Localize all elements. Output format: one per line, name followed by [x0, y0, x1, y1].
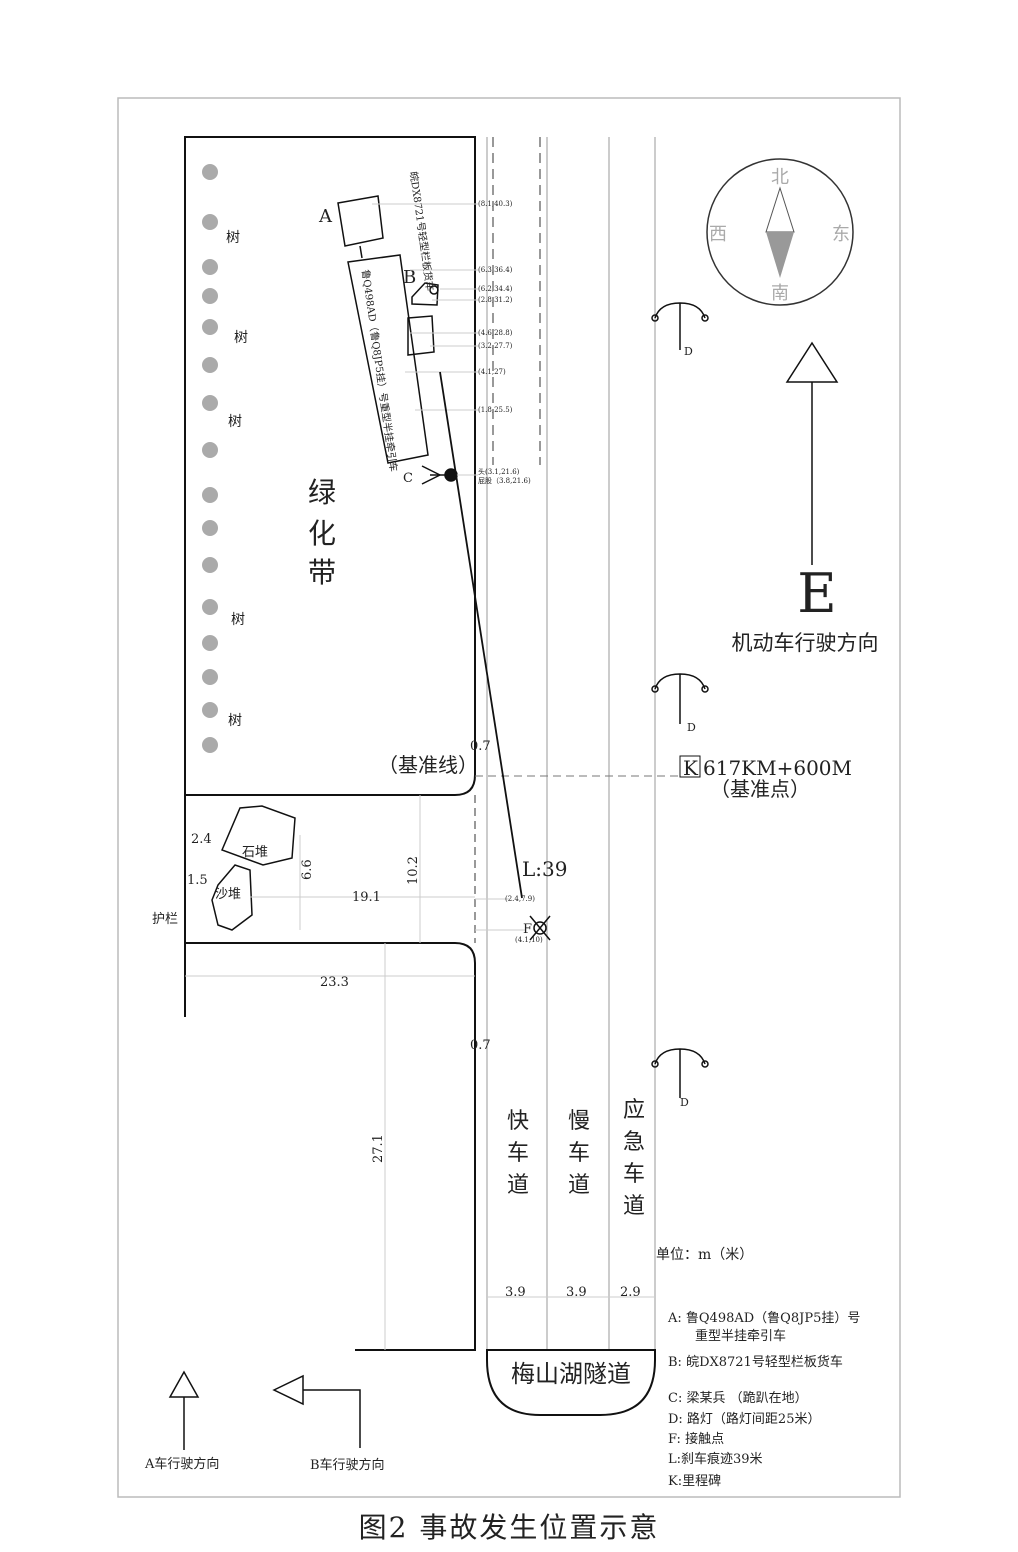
sand-pile-label: 沙堆: [215, 887, 241, 902]
dim-label: 0.7: [470, 739, 491, 754]
legend-item: L:刹车痕迹39米: [668, 1451, 763, 1467]
vehicle-b-direction-arrow-icon: [272, 1374, 361, 1448]
lamp-label: D: [687, 721, 696, 734]
dim-label: 10.2: [406, 856, 421, 885]
lane-label: 车: [568, 1141, 590, 1166]
vehicle-b-direction-label: B车行驶方向: [310, 1457, 385, 1473]
milestone-label: 617KM+600M: [703, 756, 852, 780]
contact-point-icon: [529, 915, 551, 941]
street-lamp-icon: [651, 1048, 709, 1098]
dim-label: 27.1: [371, 1134, 386, 1163]
person-c-label: C: [403, 471, 413, 486]
lamp-label: D: [680, 1096, 689, 1109]
coord-leaders: [372, 203, 525, 931]
milestone-box: [679, 755, 701, 778]
sand-pile-icon: [211, 864, 253, 931]
lane-label: 快: [507, 1109, 529, 1134]
dim-label: 23.3: [320, 975, 349, 990]
dim-label: 2.4: [191, 832, 212, 847]
coord-label: (6.3,36.4): [478, 266, 513, 274]
dim-label: 2.9: [620, 1285, 641, 1300]
lower-block: [185, 942, 476, 1351]
tree-label: 树: [228, 414, 242, 430]
legend-item: A: 鲁Q498AD（鲁Q8JP5挂）号: [667, 1311, 860, 1326]
vehicle-a-icon: [337, 195, 429, 464]
tree-label: 树: [228, 713, 242, 729]
coord-label: (1.8,25.5): [478, 406, 513, 414]
coord-label: (6.2,34.4): [478, 285, 513, 293]
dim-label: 19.1: [352, 890, 381, 905]
legend-item: B: 皖DX8721号轻型栏板货车: [668, 1354, 843, 1370]
direction-text: 机动车行驶方向: [732, 631, 879, 655]
dim-label: 3.9: [566, 1285, 587, 1300]
lane-label: 道: [623, 1194, 645, 1219]
vehicle-a-direction-arrow-icon: [168, 1370, 200, 1450]
legend-item: 重型半挂牵引车: [695, 1328, 786, 1344]
legend-item: K:里程碑: [668, 1473, 721, 1489]
figure-caption: 图2 事故发生位置示意: [358, 1511, 660, 1544]
dim-label: 1.5: [187, 873, 208, 888]
coord-label: 头(3.1,21.6): [478, 467, 520, 476]
tree-label: 树: [226, 230, 240, 246]
lane-label: 车: [623, 1162, 645, 1187]
dim-label: 6.6: [300, 859, 315, 880]
tree-label: 树: [234, 330, 248, 346]
tunnel-portal: [486, 1349, 656, 1416]
tunnel-label: 梅山湖隧道: [511, 1360, 631, 1388]
vehicle-a-text: 鲁Q498AD（鲁Q8JP5挂）号重型半挂牵引车: [359, 269, 400, 473]
coord-label: (2.8,31.2): [478, 296, 513, 304]
milestone-k: K: [683, 756, 699, 780]
vehicle-b-icon: [407, 282, 439, 356]
unit-label: 单位：m（米）: [656, 1247, 753, 1263]
compass-east: 东: [832, 224, 850, 245]
stone-pile-icon: [220, 805, 296, 866]
baseline-label: （基准线）: [378, 753, 478, 777]
legend-item: C: 梁某兵 （跪趴在地）: [668, 1391, 808, 1406]
compass-south: 南: [771, 283, 789, 304]
green-belt-area: [184, 136, 476, 796]
legend-item: F: 接触点: [668, 1431, 724, 1447]
vehicle-a-label: A: [318, 206, 333, 227]
dim-label: 3.9: [505, 1285, 526, 1300]
guardrail-label: 护栏: [152, 912, 178, 927]
lane-label: 道: [507, 1173, 529, 1198]
street-lamp-icon: [651, 673, 709, 724]
street-lamp-icon: [651, 302, 709, 350]
lane-label: 慢: [568, 1109, 590, 1134]
green-belt-label: 化: [308, 517, 336, 550]
stone-pile-label: 石堆: [242, 845, 268, 860]
contact-label: F: [523, 922, 532, 937]
tree-column: [202, 164, 218, 753]
lamp-label: D: [684, 345, 693, 358]
lane-label: 急: [623, 1130, 645, 1155]
lane-label: 应: [623, 1098, 645, 1123]
coord-label: (3.2,27.7): [478, 342, 513, 350]
coord-label: (8.1,40.3): [478, 200, 513, 208]
frame: [117, 97, 901, 1498]
coord-label: (4.1,10): [515, 936, 543, 944]
coord-label: (4.6,28.8): [478, 329, 513, 337]
dimension-lines: [185, 795, 655, 1350]
vehicle-b-label: B: [403, 267, 416, 288]
reference-point-label: （基准点）: [710, 777, 810, 801]
compass-west: 西: [709, 224, 727, 245]
tree-label: 树: [231, 612, 245, 628]
coord-label: 屁股（3.8,21.6): [478, 477, 531, 485]
vehicle-a-direction-label: A车行驶方向: [144, 1456, 219, 1472]
direction-letter: E: [797, 562, 836, 625]
skid-mark: [439, 371, 523, 899]
compass-north: 北: [771, 167, 789, 188]
dim-label: 0.7: [470, 1038, 491, 1053]
compass-icon: [706, 158, 854, 306]
green-belt-label: 绿: [308, 476, 336, 509]
lane-label: 车: [507, 1141, 529, 1166]
direction-arrow-icon: [785, 341, 839, 565]
green-belt-label: 带: [308, 556, 336, 589]
person-c-icon: [421, 465, 458, 485]
skid-label: L:39: [522, 857, 567, 881]
legend-item: D: 路灯（路灯间距25米）: [668, 1411, 820, 1427]
coord-label: (4.1,27): [478, 368, 506, 376]
coord-label: (2.4,7.9): [505, 895, 535, 903]
lane-label: 道: [568, 1173, 590, 1198]
